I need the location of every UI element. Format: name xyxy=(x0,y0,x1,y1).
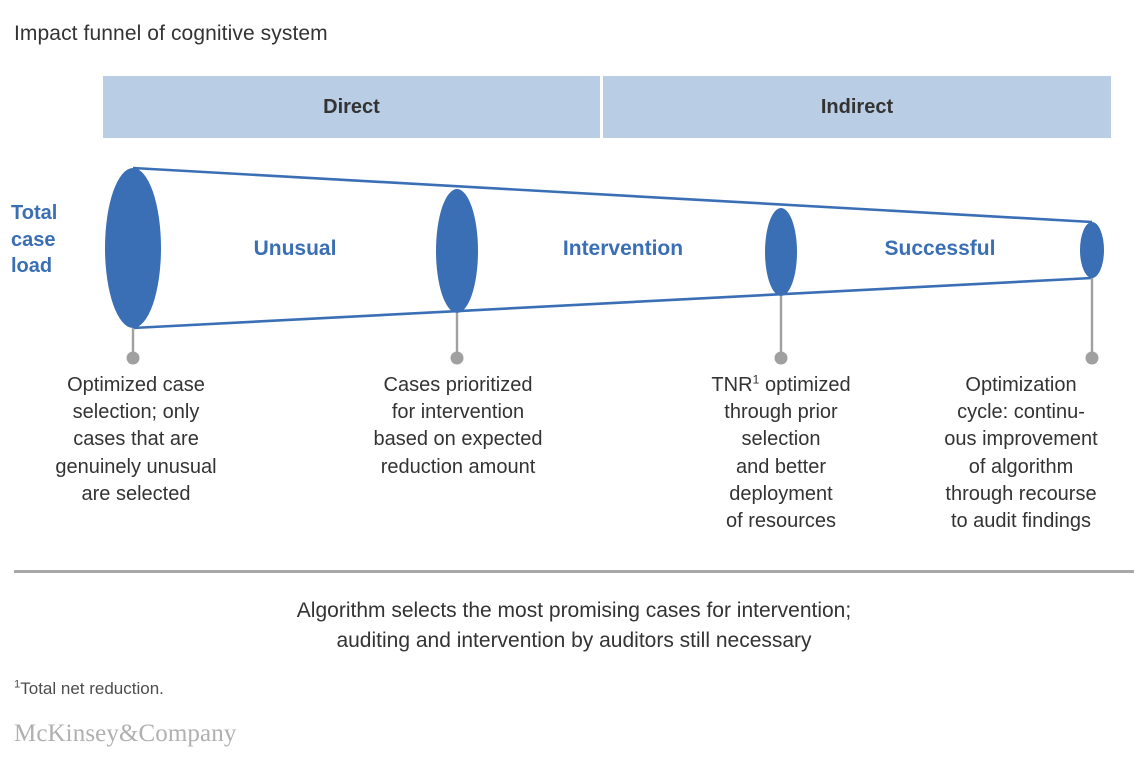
funnel-nodes xyxy=(105,168,1104,328)
caption-line: are selected xyxy=(81,482,191,505)
band-cell-direct: Direct xyxy=(103,76,600,138)
caption-line-tnr: TNR1 optimized xyxy=(672,372,890,399)
footnote-marker: 1 xyxy=(752,372,760,387)
funnel-cone-outline xyxy=(132,166,1093,330)
caption-line: deployment xyxy=(729,482,833,505)
caption-line: reduction amount xyxy=(380,455,536,478)
category-band: Direct Indirect xyxy=(103,76,1111,138)
band-divider xyxy=(600,76,603,138)
funnel-node-successful-output xyxy=(1080,222,1104,278)
connector-dot-2 xyxy=(450,351,464,365)
funnel-segment-label-successful: Successful xyxy=(884,237,996,260)
caption-optimization-cycle: Optimization cycle: continu- ous improve… xyxy=(920,372,1122,535)
page-title: Impact funnel of cognitive system xyxy=(14,22,328,45)
caption-line: through recourse xyxy=(945,482,1097,505)
caption-line: ous improvement xyxy=(944,428,1098,451)
caption-line: for intervention xyxy=(391,401,525,424)
caption-line: selection; only xyxy=(72,401,200,424)
caption-optimized-case-selection: Optimized case selection; only cases tha… xyxy=(14,372,258,508)
caption-line: Optimization xyxy=(965,374,1077,396)
funnel-segment-label-unusual: Unusual xyxy=(253,237,337,260)
connector-dot-4 xyxy=(1085,351,1099,365)
caption-line: of algorithm xyxy=(968,455,1074,478)
caption-tnr-suffix: optimized xyxy=(759,374,851,396)
footnote-text: Total net reduction. xyxy=(20,679,164,698)
band-label-indirect: Indirect xyxy=(820,95,894,118)
funnel-connectors xyxy=(131,278,1094,353)
mckinsey-logo: McKinsey&Company xyxy=(14,720,237,747)
caption-line: and better xyxy=(735,455,827,478)
funnel-node-total-case-load xyxy=(105,168,161,328)
caption-tnr-optimized: TNR1 optimized through prior selection a… xyxy=(672,372,890,535)
band-cell-indirect: Indirect xyxy=(603,76,1111,138)
caption-line: cycle: continu- xyxy=(957,401,1085,424)
caption-line: of resources xyxy=(725,509,837,532)
footnote-marker: 1 xyxy=(14,678,21,691)
caption-line: through prior xyxy=(724,401,838,424)
connector-dot-3 xyxy=(774,351,788,365)
caption-cases-prioritized: Cases prioritized for intervention based… xyxy=(330,372,586,481)
takeaway-statement: Algorithm selects the most promising cas… xyxy=(14,596,1134,656)
caption-line: to audit findings xyxy=(950,509,1092,532)
caption-line: Optimized case xyxy=(67,374,205,396)
funnel-node-unusual-output xyxy=(436,189,478,313)
caption-line: genuinely unusual xyxy=(55,455,217,478)
section-divider xyxy=(14,570,1134,573)
axis-label-total-case-load: Total case load xyxy=(11,200,97,280)
caption-line: cases that are xyxy=(73,428,199,451)
funnel-diagram xyxy=(0,150,1148,380)
connector-dot-1 xyxy=(126,351,140,365)
takeaway-line-2: auditing and intervention by auditors st… xyxy=(336,628,812,652)
axis-label-line-1: Total xyxy=(11,202,58,224)
band-label-direct: Direct xyxy=(323,95,380,118)
funnel-connector-dots xyxy=(126,351,1099,365)
funnel-node-intervention-output xyxy=(765,208,797,296)
caption-tnr-prefix: TNR xyxy=(711,374,753,396)
caption-line: Cases prioritized xyxy=(383,374,533,396)
caption-line: based on expected xyxy=(373,428,543,451)
funnel-segment-label-intervention: Intervention xyxy=(562,237,684,260)
axis-label-line-2: case xyxy=(11,228,56,251)
takeaway-line-1: Algorithm selects the most promising cas… xyxy=(296,599,852,622)
axis-label-line-3: load xyxy=(11,255,53,278)
caption-line: selection xyxy=(741,428,821,451)
footnote: 1Total net reduction. xyxy=(14,679,164,699)
